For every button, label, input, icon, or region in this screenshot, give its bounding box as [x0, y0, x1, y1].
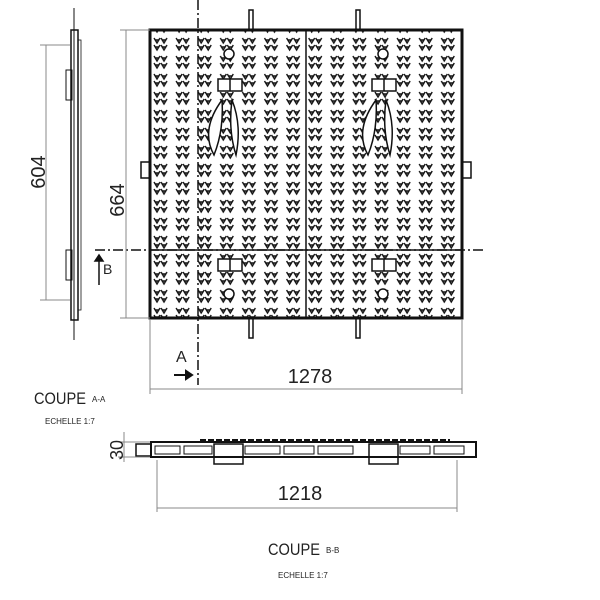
- dimension-1278: 1278: [149, 320, 463, 394]
- section-aa-suffix: A-A: [92, 395, 106, 404]
- section-bb-title: COUPE: [268, 540, 320, 559]
- dimension-604-label: 604: [28, 155, 50, 188]
- dimension-1278-label: 1278: [288, 366, 333, 388]
- section-a-label: A: [176, 349, 187, 366]
- logo-emblem: [207, 97, 393, 158]
- lugs: [140, 9, 472, 339]
- lifting-slots: [217, 48, 397, 300]
- dimension-1218-label: 1218: [278, 483, 323, 505]
- dimension-664: 664: [107, 29, 150, 319]
- section-b-label: B: [103, 261, 112, 277]
- plate-plan-view: [95, 0, 485, 385]
- dimension-604: 604: [28, 44, 70, 301]
- dimension-1218: 1218: [156, 460, 458, 512]
- section-aa-title: COUPE: [34, 389, 86, 408]
- dimension-664-label: 664: [107, 183, 129, 216]
- section-bb-suffix: B-B: [326, 546, 339, 555]
- section-bb-scale: ECHELLE 1:7: [278, 571, 328, 580]
- section-bb-view: [135, 439, 477, 465]
- side-view: [65, 8, 82, 340]
- section-marker-b: B: [93, 253, 112, 285]
- dimension-30: 30: [107, 432, 150, 462]
- section-marker-a: A: [174, 349, 194, 381]
- section-aa-caption: COUPE A-A ECHELLE 1:7: [34, 389, 106, 426]
- section-bb-caption: COUPE B-B ECHELLE 1:7: [268, 540, 339, 580]
- dimension-30-label: 30: [107, 440, 127, 460]
- section-aa-scale: ECHELLE 1:7: [45, 417, 95, 426]
